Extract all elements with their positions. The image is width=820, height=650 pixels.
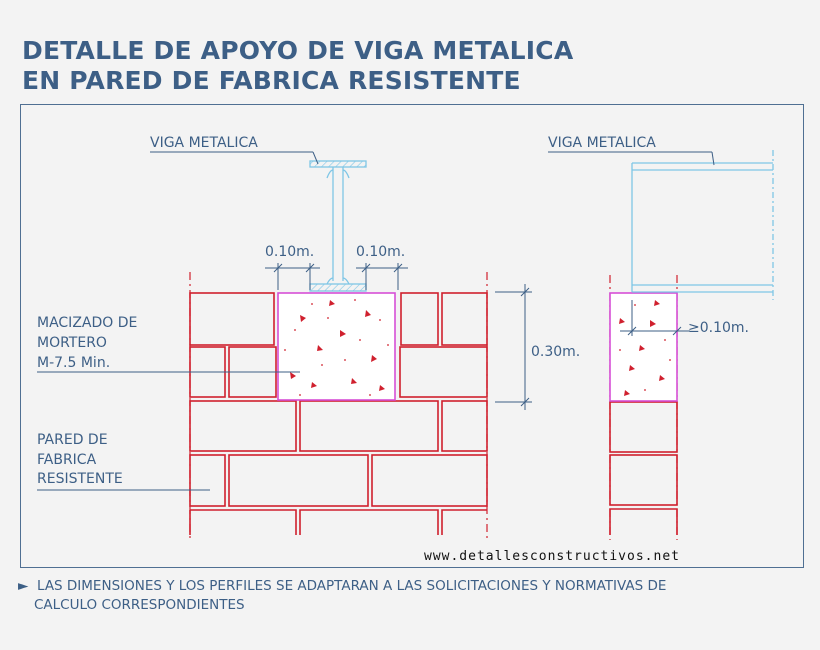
dim-side: [620, 300, 690, 336]
beam-elevation: [631, 150, 774, 300]
note-line-1: LAS DIMENSIONES Y LOS PERFILES SE ADAPTA…: [36, 578, 667, 594]
label-mortar-1: MACIZADO DE: [37, 315, 137, 331]
right-wall: [609, 401, 678, 535]
title-line-1: DETALLE DE APOYO DE VIGA METALICA: [22, 36, 574, 65]
label-mortar-3: M-7.5 Min.: [37, 355, 110, 371]
label-beam-left: VIGA METALICA: [150, 135, 258, 151]
leader-beam-right: [548, 151, 715, 166]
mortar-fill-left: [277, 292, 396, 401]
dim-height-label: 0.30m.: [531, 344, 580, 360]
dim-left-offset: 0.10m.: [265, 244, 314, 260]
bullet-icon: ►: [18, 578, 29, 594]
left-wall: [189, 292, 488, 535]
dim-height: [495, 284, 532, 410]
dim-right-offset: 0.10m.: [356, 244, 405, 260]
left-wall-axis-lines: [189, 272, 488, 540]
i-beam-section: [309, 160, 367, 292]
label-mortar-2: MORTERO: [37, 335, 107, 351]
label-wall-1: PARED DE: [37, 432, 108, 448]
dim-offsets: [265, 263, 408, 290]
leader-beam-left: [150, 151, 319, 165]
mortar-fill-right: [609, 292, 678, 402]
label-wall-3: RESISTENTE: [37, 471, 123, 487]
note-line-2: CALCULO CORRESPONDIENTES: [34, 597, 245, 613]
drawing-frame: [20, 104, 804, 568]
label-beam-right: VIGA METALICA: [548, 135, 656, 151]
label-wall-2: FABRICA: [37, 452, 97, 468]
right-wall-axis-lines: [609, 275, 678, 540]
dim-side-label: ≥0.10m.: [688, 320, 749, 336]
website-text: www.detallesconstructivos.net: [424, 549, 680, 564]
title-line-2: EN PARED DE FABRICA RESISTENTE: [22, 66, 521, 95]
footnote: ► LAS DIMENSIONES Y LOS PERFILES SE ADAP…: [18, 577, 666, 615]
